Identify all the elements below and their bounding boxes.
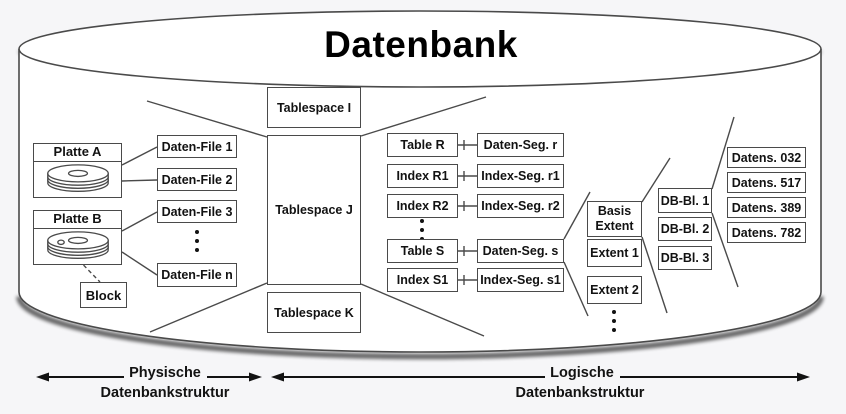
disk-icon <box>34 162 121 197</box>
db-block-1-box: DB-Bl. 1 <box>658 188 712 213</box>
index-s1-box: Index S1 <box>387 268 458 292</box>
index-seg-r2-box: Index-Seg. r2 <box>477 194 564 218</box>
tablespace-j-box: Tablespace J <box>267 135 361 285</box>
table-segment-connectors <box>458 140 477 285</box>
record-517-box: Datens. 517 <box>727 172 806 193</box>
ellipsis-dots-files <box>195 230 199 252</box>
index-r2-box: Index R2 <box>387 194 458 218</box>
db-block-3-box: DB-Bl. 3 <box>658 246 712 270</box>
ellipsis-dots-extents <box>612 310 616 332</box>
legend-logical-line1: Logische <box>550 365 614 381</box>
fan-tablespace-right <box>360 96 487 337</box>
disk-platte-b-label: Platte B <box>34 211 121 229</box>
extent-1-box: Extent 1 <box>587 239 642 267</box>
record-782-box: Datens. 782 <box>727 222 806 243</box>
platte-to-file-lines <box>121 146 158 276</box>
block-marker-icon <box>56 238 65 245</box>
disk-platte-b: Platte B <box>33 210 122 265</box>
logical-structure-arrow <box>271 372 810 382</box>
basis-extent-box: Basis Extent <box>587 201 642 237</box>
fan-tablespace-left <box>146 100 268 333</box>
index-seg-r1-box: Index-Seg. r1 <box>477 164 564 188</box>
disk-icon <box>34 229 121 264</box>
ellipsis-dots-tables <box>420 219 424 241</box>
daten-file-n-box: Daten-File n <box>157 263 237 287</box>
tablespace-k-box: Tablespace K <box>267 292 361 333</box>
extent-2-box: Extent 2 <box>587 276 642 304</box>
legend-physical-line1: Physische <box>129 365 201 381</box>
fan-extent-to-dbblocks <box>641 157 671 314</box>
record-389-box: Datens. 389 <box>727 197 806 218</box>
table-s-box: Table S <box>387 239 458 263</box>
daten-file-1-box: Daten-File 1 <box>157 135 237 158</box>
daten-file-3-box: Daten-File 3 <box>157 200 237 223</box>
cylinder-bottom-shadow <box>16 296 824 360</box>
fan-segment-to-extents <box>563 191 591 317</box>
daten-seg-r-box: Daten-Seg. r <box>477 133 564 157</box>
block-box: Block <box>80 282 127 308</box>
legend-logical-line2: Datenbankstruktur <box>515 385 645 401</box>
disk-platte-a: Platte A <box>33 143 122 198</box>
tablespace-i-box: Tablespace I <box>267 87 361 128</box>
physical-structure-arrow <box>36 372 262 382</box>
disk-platte-a-label: Platte A <box>34 144 121 162</box>
table-r-box: Table R <box>387 133 458 157</box>
fan-dbblock-to-records <box>711 116 739 288</box>
db-block-2-box: DB-Bl. 2 <box>658 217 712 241</box>
daten-seg-s-box: Daten-Seg. s <box>477 239 564 263</box>
record-032-box: Datens. 032 <box>727 147 806 168</box>
legend-physical-line2: Datenbankstruktur <box>100 385 230 401</box>
cylinder-top-ellipse <box>18 10 822 88</box>
diagram-title: Datenbank <box>324 24 518 65</box>
daten-file-2-box: Daten-File 2 <box>157 168 237 191</box>
index-r1-box: Index R1 <box>387 164 458 188</box>
index-seg-s1-box: Index-Seg. s1 <box>477 268 564 292</box>
